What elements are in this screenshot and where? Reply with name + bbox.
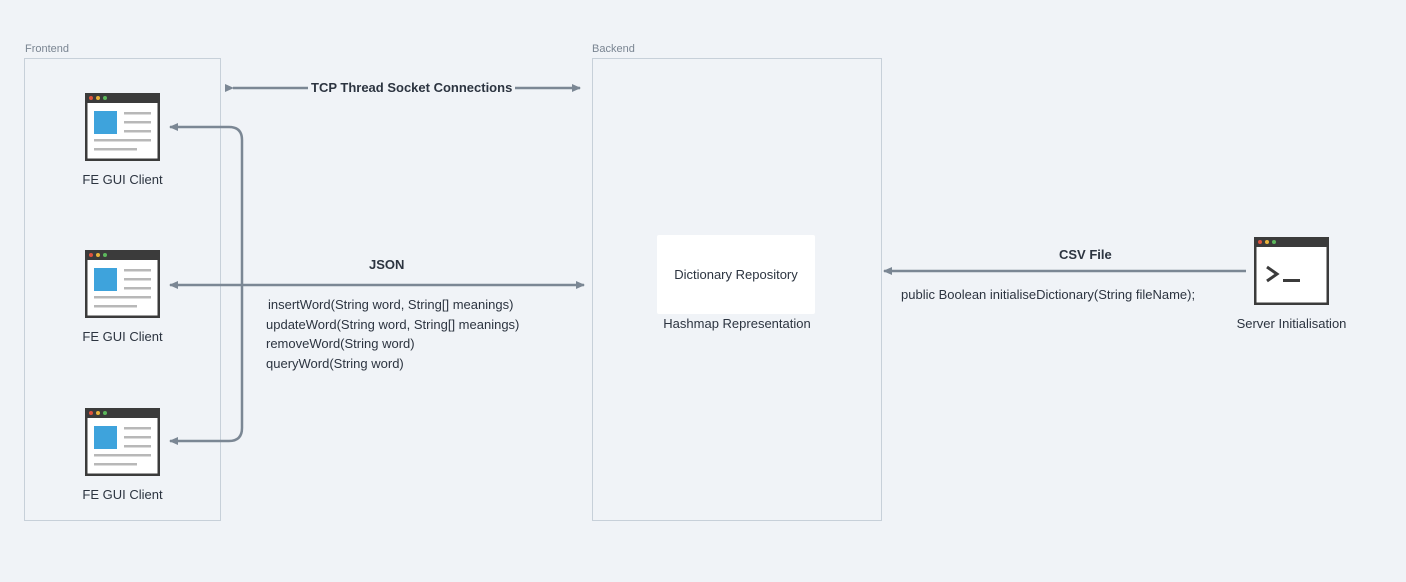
server-method: public Boolean initialiseDictionary(Stri… [901,287,1196,302]
browser-window-icon [85,408,160,476]
csv-label: CSV File [1056,247,1115,262]
client-label-2: FE GUI Client [82,329,163,344]
repository-title: Dictionary Repository [674,267,798,282]
backend-group [592,58,882,521]
branch-client-1 [169,123,244,285]
browser-window-icon [85,93,160,161]
backend-group-label: Backend [592,43,635,55]
browser-window-icon [85,250,160,318]
branch-client-3 [169,285,244,445]
frontend-group [24,58,221,521]
repository-caption: Hashmap Representation [663,316,811,331]
api-method: updateWord(String word, String[] meaning… [266,317,520,332]
client-label-3: FE GUI Client [82,487,163,502]
client-label-1: FE GUI Client [82,172,163,187]
tcp-label: TCP Thread Socket Connections [308,80,516,95]
api-method: insertWord(String word, String[] meaning… [268,297,514,312]
frontend-group-label: Frontend [25,43,70,55]
terminal-icon [1254,237,1329,305]
server-label: Server Initialisation [1236,316,1347,331]
json-label: JSON [366,257,408,272]
api-method: queryWord(String word) [266,356,404,371]
dictionary-repository-box: Dictionary Repository [657,235,815,314]
api-method: removeWord(String word) [266,336,415,351]
